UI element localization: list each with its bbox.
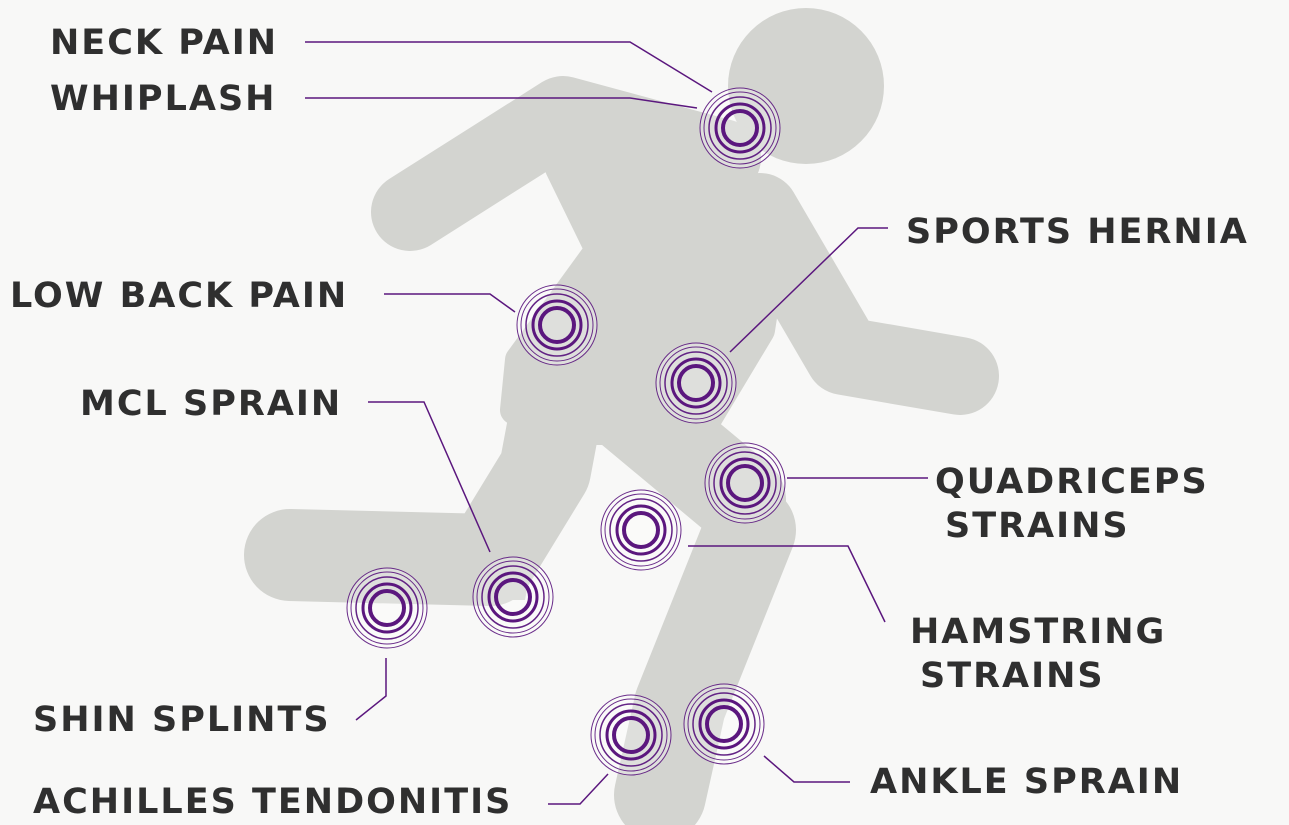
label-hamstring-line1: HAMSTRING <box>910 612 1166 652</box>
label-quadriceps-line2: STRAINS <box>945 506 1130 546</box>
connector-achilles <box>548 774 608 804</box>
connector-shin-splints <box>356 658 386 720</box>
label-hamstring-line2: STRAINS <box>920 656 1105 696</box>
marker-achilles <box>591 695 671 775</box>
label-low-back-pain: LOW BACK PAIN <box>10 276 348 316</box>
marker-whiplash <box>700 88 780 168</box>
connector-ankle-sprain <box>764 756 850 782</box>
connector-neck-pain <box>305 42 712 92</box>
marker-sports-hernia <box>656 343 736 423</box>
label-ankle-sprain: ANKLE SPRAIN <box>870 762 1183 802</box>
label-whiplash: WHIPLASH <box>50 79 276 119</box>
marker-mcl-sprain <box>473 557 553 637</box>
label-shin-splints: SHIN SPLINTS <box>33 700 331 740</box>
label-mcl-sprain: MCL SPRAIN <box>80 384 342 424</box>
marker-low-back-pain <box>517 285 597 365</box>
label-sports-hernia: SPORTS HERNIA <box>906 212 1249 252</box>
marker-hamstring <box>601 490 681 570</box>
label-neck-pain: NECK PAIN <box>50 23 278 63</box>
marker-quadriceps <box>705 443 785 523</box>
label-quadriceps-line1: QUADRICEPS <box>935 462 1209 502</box>
connector-low-back-pain <box>384 294 515 312</box>
marker-shin-splints <box>347 568 427 648</box>
label-achilles-tendonitis: ACHILLES TENDONITIS <box>33 782 512 822</box>
marker-ankle-sprain <box>684 684 764 764</box>
